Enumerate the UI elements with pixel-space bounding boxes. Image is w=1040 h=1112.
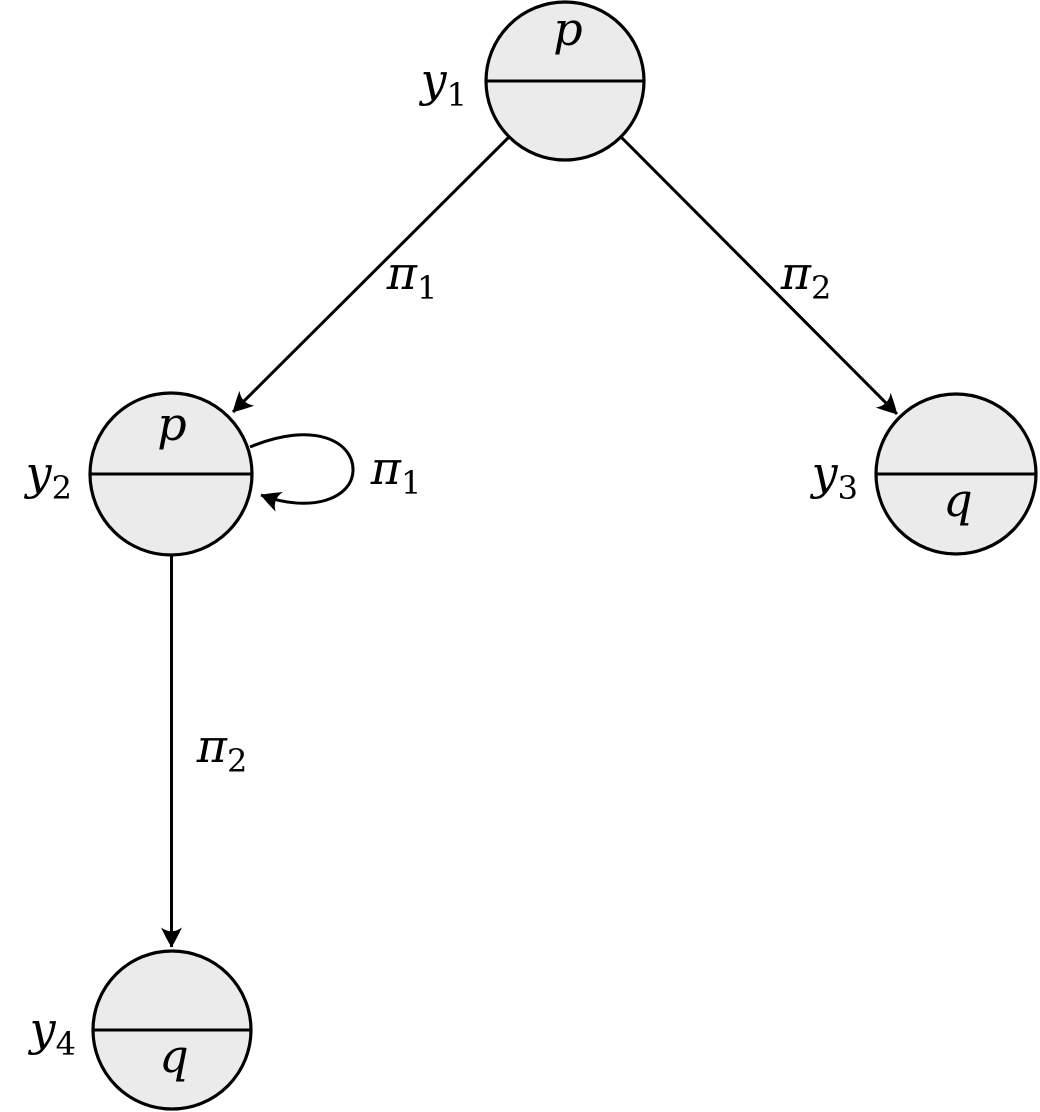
node-y1: p y1: [419, 0, 646, 162]
edge-y1-y3-label: π2: [780, 246, 832, 307]
node-y2: p y2: [24, 391, 254, 557]
node-y1-prop-label: p: [553, 2, 582, 56]
edge-y2-self-loop: π1: [249, 433, 422, 512]
node-y2-name-label: y2: [24, 446, 72, 507]
edge-y1-y2-label: π1: [386, 246, 438, 307]
edge-y1-y3: π2: [619, 135, 899, 416]
node-y4: q y4: [28, 949, 253, 1111]
edge-y1-y3-arrow: [619, 135, 899, 416]
node-y3: q y3: [810, 392, 1038, 556]
node-y4-prop-label: q: [159, 1029, 188, 1083]
edge-y1-y2-arrow: [231, 135, 511, 414]
node-y3-name-label: y3: [810, 446, 858, 507]
node-y2-prop-label: p: [157, 397, 186, 451]
edge-y2-y4: π2: [161, 556, 248, 948]
edge-y2-y4-label: π2: [196, 719, 248, 780]
edge-y2-self-loop-label: π1: [370, 441, 422, 502]
edge-y2-self-loop-arrow: [249, 433, 355, 512]
node-y1-name-label: y1: [419, 53, 467, 114]
edge-y1-y2: π1: [231, 135, 511, 414]
node-y4-name-label: y4: [28, 1002, 76, 1063]
node-y3-prop-label: q: [943, 473, 972, 527]
